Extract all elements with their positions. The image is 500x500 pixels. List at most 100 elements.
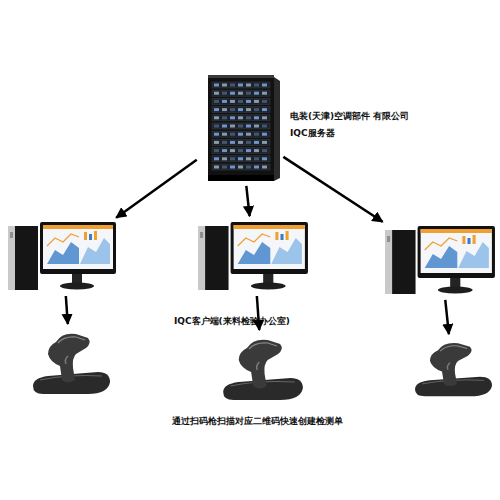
drive-light — [222, 108, 227, 111]
drive-light — [222, 84, 227, 87]
drive-light — [246, 157, 251, 160]
drive-light — [214, 157, 219, 160]
drive-light — [254, 166, 259, 169]
rack-unit — [212, 123, 270, 129]
monitor-bezel — [40, 222, 116, 274]
drive-light — [262, 149, 267, 152]
arrow-connector — [283, 157, 382, 222]
tower-case — [8, 226, 38, 290]
server-label: IQC服务器 — [290, 128, 335, 139]
rack-unit — [212, 148, 270, 154]
bar-chart — [280, 234, 283, 240]
drive-light — [222, 133, 227, 136]
drive-light — [238, 166, 243, 169]
drive-light — [214, 92, 219, 95]
drive-light — [222, 116, 227, 119]
drive-light — [230, 133, 235, 136]
rack-body — [208, 75, 274, 181]
drive-light — [222, 149, 227, 152]
drive-light — [254, 141, 259, 144]
drive-light — [230, 141, 235, 144]
monitor-neck — [263, 274, 273, 283]
drive-light — [230, 100, 235, 103]
rack-top — [208, 75, 274, 78]
drive-light — [262, 100, 267, 103]
bar-chart — [275, 232, 278, 240]
drive-light — [262, 116, 267, 119]
area-chart — [47, 242, 79, 264]
scanner-gun — [430, 343, 472, 386]
gun-trigger — [447, 363, 450, 370]
computer-icon — [8, 220, 118, 292]
drive-light — [230, 108, 235, 111]
drive-light — [214, 116, 219, 119]
drive-light — [262, 166, 267, 169]
rack-unit — [212, 90, 270, 96]
server-node: 电装(天津)空调部件 有限公司IQC服务器 — [200, 75, 280, 182]
drive-light — [214, 125, 219, 128]
bar-chart — [94, 231, 97, 240]
drive-light — [246, 141, 251, 144]
drive-light — [262, 84, 267, 87]
drive-light — [238, 100, 243, 103]
drive-light — [254, 125, 259, 128]
drive-light — [246, 133, 251, 136]
area-chart — [238, 242, 271, 264]
gun-trigger — [65, 356, 68, 364]
drive-light — [262, 108, 267, 111]
tower-front — [8, 226, 15, 290]
area-chart — [80, 238, 110, 264]
rack-base — [208, 175, 274, 181]
drive-light — [230, 157, 235, 160]
drive-light — [238, 108, 243, 111]
monitor-neck — [72, 274, 82, 283]
scanner-icon — [28, 328, 113, 396]
line-chart — [425, 238, 458, 250]
screen-header — [421, 229, 492, 233]
drive-light — [222, 100, 227, 103]
drive-light — [246, 125, 251, 128]
drive-light — [230, 149, 235, 152]
drive-light — [246, 108, 251, 111]
tower-case — [198, 226, 229, 290]
rack-unit — [212, 115, 270, 121]
tower-front — [198, 226, 205, 290]
drive-light — [238, 84, 243, 87]
screen-header — [234, 225, 305, 229]
drive-light — [230, 84, 235, 87]
scanner-gun — [239, 340, 282, 389]
area-chart — [458, 242, 489, 268]
area-chart — [271, 238, 302, 264]
arrow-connector — [246, 186, 249, 216]
tower-case — [385, 230, 416, 294]
scanner-gun — [48, 334, 90, 383]
drive-light — [238, 157, 243, 160]
bar-chart — [286, 231, 289, 240]
client-label: IQC客户端(来料检验办公室) — [174, 316, 290, 327]
arrow-connector — [445, 300, 449, 334]
monitor-screen — [43, 225, 113, 269]
drive-light — [254, 100, 259, 103]
tower-front — [385, 230, 392, 294]
area-chart — [425, 246, 458, 268]
drive-light — [222, 92, 227, 95]
line-chart — [238, 234, 271, 246]
scanner-icon — [218, 334, 306, 402]
rack-unit — [212, 139, 270, 145]
drive-light — [214, 133, 219, 136]
drive-light — [238, 125, 243, 128]
scanner-node — [218, 334, 306, 402]
caption-note: 通过扫码枪扫描对应二维码快速创建检测单 — [172, 415, 343, 428]
drive-light — [214, 141, 219, 144]
drive-light — [230, 116, 235, 119]
server-icon — [200, 75, 280, 182]
rack-unit — [212, 164, 270, 170]
monitor-bezel — [231, 222, 308, 274]
drive-light — [246, 166, 251, 169]
tower-slot — [10, 232, 13, 238]
drive-light — [238, 116, 243, 119]
arrow-connector — [116, 160, 197, 218]
rack-unit — [212, 156, 270, 162]
drive-light — [262, 133, 267, 136]
